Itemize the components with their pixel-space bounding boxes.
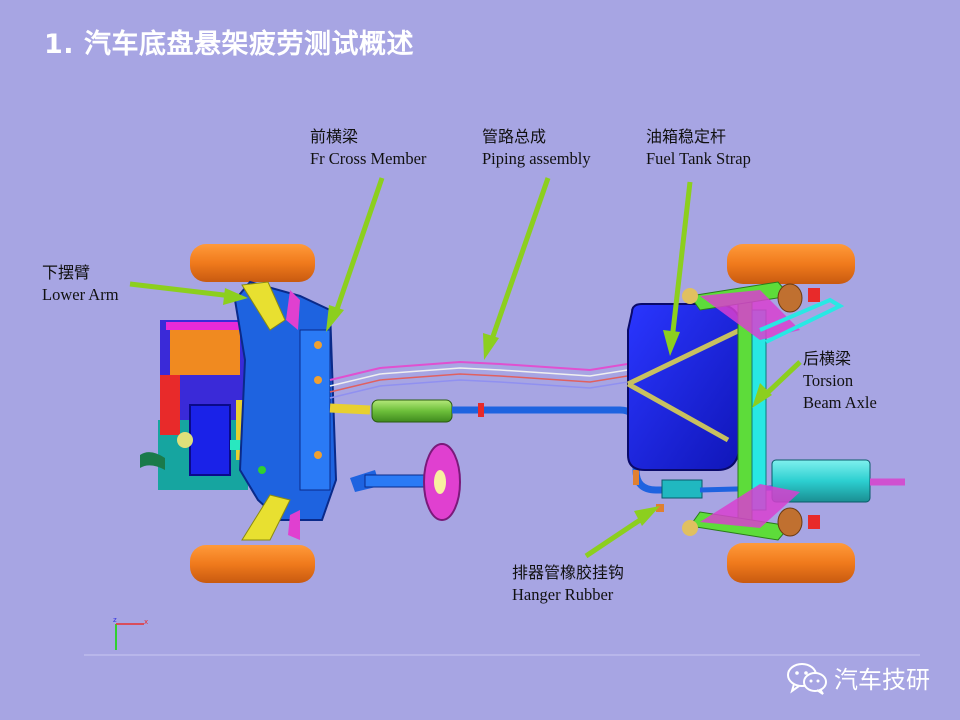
label-zh: 油箱稳定杆 [646,127,727,146]
label-fr-cross-member: 前横梁 Fr Cross Member [310,126,426,170]
lower-arm-lower [241,494,291,541]
fuel-tank [627,303,741,471]
label-en-line1: Torsion [803,371,854,390]
label-zh: 后横梁 [803,349,852,368]
label-torsion-beam-axle: 后横梁 Torsion Beam Axle [803,348,877,414]
annotation-arrows [129,177,802,559]
rear-left-tire [727,244,855,284]
axis-z-label: z [113,616,117,624]
wechat-icon [787,662,827,695]
piping-assembly [329,360,641,399]
torsion-beam-axle [737,299,753,521]
label-en: Fr Cross Member [310,149,427,168]
brand-name: 汽车技研 [834,666,930,694]
label-zh: 管路总成 [482,127,547,146]
label-lower-arm: 下摆臂 Lower Arm [42,262,119,306]
fuel-tank-strap-2 [626,381,730,443]
label-en: Lower Arm [42,285,119,304]
label-zh: 下摆臂 [42,263,91,282]
label-piping-assembly: 管路总成 Piping assembly [482,126,591,170]
axis-triad: z x [113,616,148,650]
label-en: Piping assembly [482,149,591,168]
rear-suspension-assembly [626,244,855,583]
lower-arm-upper [241,281,286,331]
label-zh: 排器管橡胶挂钩 [512,563,625,582]
label-en: Hanger Rubber [512,585,614,604]
label-zh: 前横梁 [310,127,359,146]
rear-right-tire [727,543,855,583]
front-right-tire [190,545,315,583]
catalytic-converter [371,399,453,423]
label-fuel-tank-strap: 油箱稳定杆 Fuel Tank Strap [646,126,751,170]
label-en: Fuel Tank Strap [646,149,751,168]
front-left-tire [190,244,315,282]
brand-watermark: 汽车技研 [786,660,930,695]
slide-title: 1. 汽车底盘悬架疲劳测试概述 [44,29,414,60]
hanger-rubber-mount [656,504,664,512]
axis-x-label: x [144,618,148,626]
fuel-tank-strap-1 [626,327,742,387]
front-subframe-assembly [140,244,461,583]
label-en-line2: Beam Axle [803,393,877,412]
label-hanger-rubber: 排器管橡胶挂钩 Hanger Rubber [512,562,624,606]
